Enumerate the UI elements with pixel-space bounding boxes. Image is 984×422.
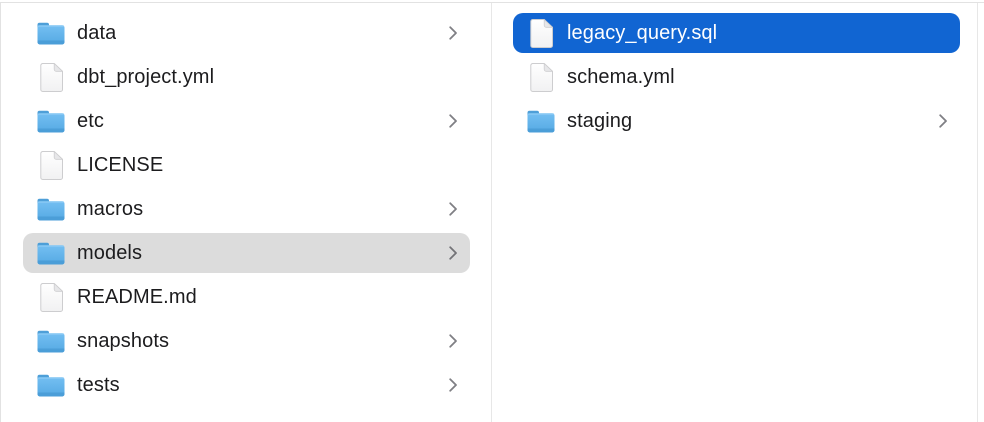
list-item-pill[interactable]: schema.yml	[513, 57, 960, 97]
document-icon	[527, 18, 555, 48]
chevron-right-icon	[448, 25, 458, 41]
chevron-right-icon	[448, 377, 458, 393]
list-item-pill[interactable]: macros	[23, 189, 470, 229]
list-item-schema-yml[interactable]: schema.yml	[493, 55, 977, 99]
item-label: data	[77, 21, 117, 44]
item-label: dbt_project.yml	[77, 65, 215, 88]
document-icon	[527, 62, 555, 92]
list-item-macros[interactable]: macros	[1, 187, 491, 231]
item-label: snapshots	[77, 329, 170, 352]
chevron-right-icon	[448, 333, 458, 349]
item-label: LICENSE	[77, 153, 164, 176]
list-item-tests[interactable]: tests	[1, 363, 491, 407]
folder-icon	[37, 370, 65, 400]
chevron-right-icon	[938, 113, 948, 129]
document-icon	[37, 282, 65, 312]
list-item-pill[interactable]: tests	[23, 365, 470, 405]
list-item-data[interactable]: data	[1, 11, 491, 55]
list-item-pill[interactable]: staging	[513, 101, 960, 141]
list-item-pill[interactable]: models	[23, 233, 470, 273]
list-item-staging[interactable]: staging	[493, 99, 977, 143]
chevron-right-icon	[448, 201, 458, 217]
list-item-pill[interactable]: LICENSE	[23, 145, 470, 185]
folder-icon	[527, 106, 555, 136]
folder-icon	[37, 326, 65, 356]
item-label: tests	[77, 373, 120, 396]
file-column-right: legacy_query.sql schema.yml staging	[493, 3, 977, 422]
column-divider[interactable]	[977, 3, 978, 422]
list-item-models[interactable]: models	[1, 231, 491, 275]
chevron-right-icon	[448, 245, 458, 261]
list-item-pill[interactable]: dbt_project.yml	[23, 57, 470, 97]
folder-icon	[37, 106, 65, 136]
list-item-license[interactable]: LICENSE	[1, 143, 491, 187]
list-item-dbt-project-yml[interactable]: dbt_project.yml	[1, 55, 491, 99]
item-label: etc	[77, 109, 104, 132]
list-item-pill[interactable]: etc	[23, 101, 470, 141]
folder-icon	[37, 194, 65, 224]
item-label: staging	[567, 109, 633, 132]
window-left-border	[0, 2, 1, 422]
list-item-readme-md[interactable]: README.md	[1, 275, 491, 319]
list-item-etc[interactable]: etc	[1, 99, 491, 143]
list-item-pill[interactable]: README.md	[23, 277, 470, 317]
chevron-right-icon	[448, 113, 458, 129]
item-label: models	[77, 241, 143, 264]
list-item-snapshots[interactable]: snapshots	[1, 319, 491, 363]
window-top-border	[0, 2, 984, 3]
folder-icon	[37, 18, 65, 48]
item-label: README.md	[77, 285, 197, 308]
item-label: macros	[77, 197, 144, 220]
item-label: schema.yml	[567, 65, 675, 88]
document-icon	[37, 62, 65, 92]
column-divider[interactable]	[491, 3, 492, 422]
list-item-pill[interactable]: data	[23, 13, 470, 53]
list-item-pill[interactable]: snapshots	[23, 321, 470, 361]
item-label: legacy_query.sql	[567, 21, 718, 44]
list-item-pill[interactable]: legacy_query.sql	[513, 13, 960, 53]
folder-icon	[37, 238, 65, 268]
list-item-legacy-query-sql[interactable]: legacy_query.sql	[493, 11, 977, 55]
document-icon	[37, 150, 65, 180]
